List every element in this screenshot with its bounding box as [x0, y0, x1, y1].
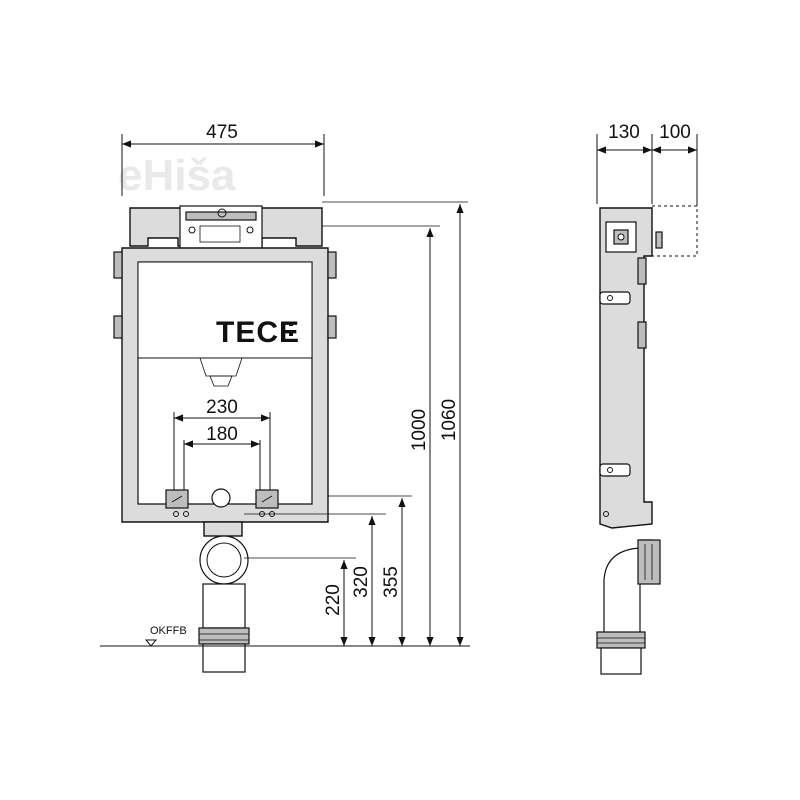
- wall-bracket-right: [327, 315, 337, 339]
- outlet-neck: [209, 375, 233, 387]
- front-view: TECE OKFFB: [100, 122, 470, 673]
- hole-icon: [603, 511, 609, 517]
- side-clip: [655, 231, 663, 249]
- drain-pipe: [202, 583, 246, 629]
- dim-label-100: 100: [659, 122, 691, 143]
- pipe-end: [202, 643, 246, 673]
- valve-center-icon: [617, 233, 625, 241]
- dim-label-130: 130: [608, 122, 640, 143]
- pipe-elbow-inner: [206, 542, 242, 578]
- outlet-funnel: [199, 357, 243, 377]
- brand-logo: TECE: [216, 316, 300, 349]
- side-pipe-end: [600, 647, 642, 675]
- bolt-icon: [261, 495, 273, 503]
- dim-label-1060: 1060: [439, 399, 460, 441]
- button-icon: [217, 208, 227, 218]
- water-inlet: [211, 488, 231, 508]
- logo-dot: [289, 322, 293, 326]
- dim-label-1000: 1000: [409, 409, 430, 451]
- side-view: 130 100: [596, 122, 698, 675]
- side-bracket: [637, 257, 647, 285]
- side-bracket: [637, 321, 647, 349]
- wall-bracket-left: [113, 251, 123, 279]
- dim-label-230: 230: [206, 397, 238, 418]
- bolt-hole-icon: [183, 511, 189, 517]
- mount-bracket: [199, 225, 241, 243]
- side-body: [599, 207, 653, 529]
- logo-dot: [289, 332, 293, 336]
- dim-label-320: 320: [351, 566, 372, 598]
- dim-label-355: 355: [381, 566, 402, 598]
- floor-marker-icon: [144, 639, 158, 647]
- slot: [599, 463, 631, 477]
- side-pipe-seal: [596, 631, 646, 649]
- wall-bracket-left: [113, 315, 123, 339]
- screw-icon: [246, 226, 254, 234]
- hole-icon: [607, 467, 613, 473]
- bolt-hole-icon: [173, 511, 179, 517]
- floor-label: OKFFB: [150, 625, 187, 637]
- screw-icon: [188, 226, 196, 234]
- dim-label-220: 220: [323, 584, 344, 616]
- valve-housing: [605, 221, 637, 253]
- slot: [599, 291, 631, 305]
- side-pipe-connector: [637, 539, 661, 585]
- pipe-seal: [198, 627, 250, 645]
- watermark-text: eHiša: [118, 151, 236, 200]
- pipe-flange: [203, 521, 243, 537]
- dim-label-475: 475: [206, 122, 238, 143]
- wall-bracket-right: [327, 251, 337, 279]
- bolt-icon: [171, 495, 183, 503]
- hole-icon: [607, 295, 613, 301]
- mount-rail: [185, 211, 257, 221]
- dim-label-180: 180: [206, 424, 238, 445]
